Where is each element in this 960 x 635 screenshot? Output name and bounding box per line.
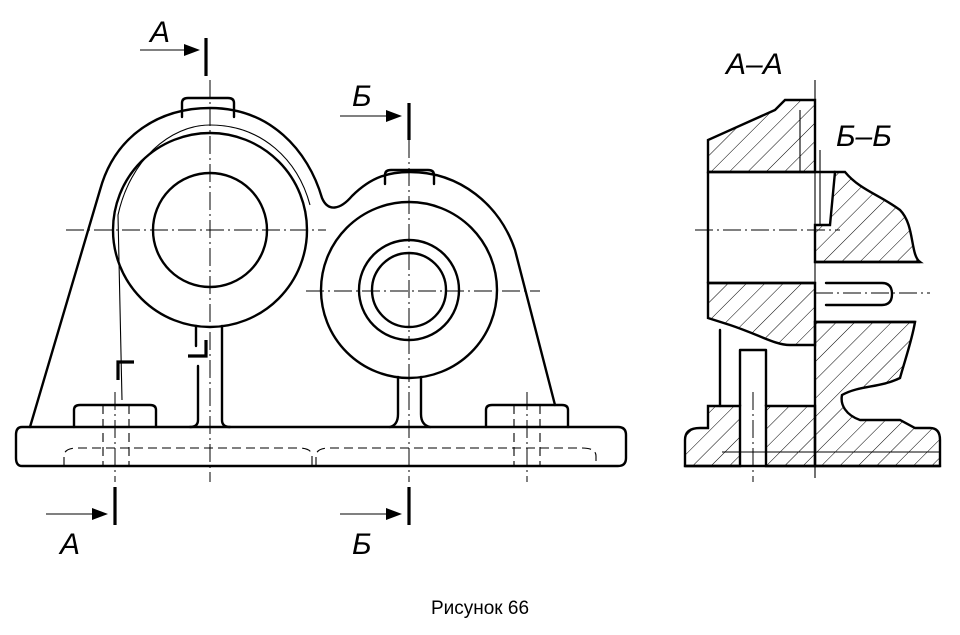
arrow-head	[92, 508, 108, 520]
hatch-aa-bottom	[706, 281, 817, 347]
label-b-bottom: Б	[352, 528, 372, 561]
arrow-head	[386, 110, 402, 122]
base-plate	[14, 425, 628, 468]
front-view	[14, 80, 628, 482]
arrow-head	[184, 44, 200, 56]
hatch-bb-top	[813, 170, 924, 264]
base-recess-left	[63, 447, 313, 466]
section-view: А–А Б–Б	[683, 48, 942, 482]
body-outline	[28, 106, 557, 429]
section-bb-title: Б–Б	[836, 120, 892, 153]
hatch-bb-bottom	[813, 320, 942, 468]
hatch-aa-base	[764, 404, 817, 468]
label-a-top: А	[148, 16, 170, 49]
cut-corner-mark	[116, 360, 134, 380]
hatch-aa-top	[706, 98, 817, 174]
housing-rim	[117, 124, 311, 401]
rib-large	[188, 324, 232, 429]
web-aa	[718, 328, 768, 408]
section-aa-title: А–А	[724, 48, 783, 81]
hatch-aa-foot	[683, 404, 742, 468]
slot-bb	[824, 281, 894, 307]
section-indicators: А Б А Б	[46, 16, 411, 561]
label-b-top: Б	[352, 80, 372, 113]
arrow-head	[386, 508, 402, 520]
top-lug-large	[180, 96, 236, 119]
base-recess-right	[315, 447, 597, 466]
figure-caption: Рисунок 66	[431, 598, 529, 619]
bore-aa	[706, 170, 837, 285]
label-a-bottom: А	[58, 528, 80, 561]
local-section-mark	[188, 340, 208, 358]
rib-small	[388, 375, 432, 429]
